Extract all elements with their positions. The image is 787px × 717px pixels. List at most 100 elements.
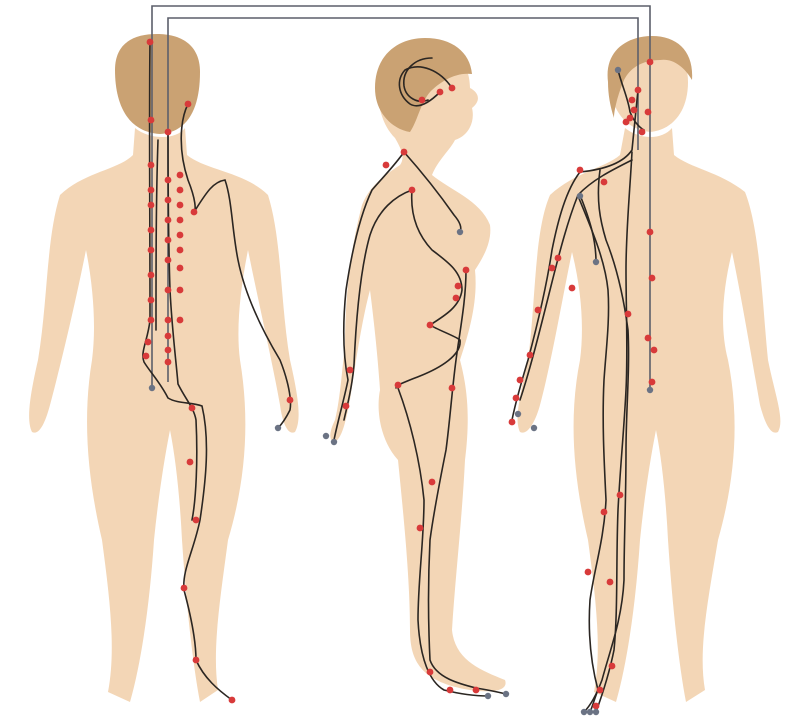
acupoint-dot [513,395,520,402]
acupoint-dot [383,162,390,169]
front-figure-body [518,128,781,702]
acupoint-dot [631,107,638,114]
acupoint-dot [177,287,184,294]
acupoint-dot [455,283,462,290]
acupoint-dot [165,257,172,264]
acupoint-dot [429,479,436,486]
acupoint-dot [148,162,155,169]
acupoint-dot [645,335,652,342]
acupoint-dot [617,492,624,499]
side-figure-body [330,42,505,691]
acupoint-dot [148,247,155,254]
acupoint-dot [401,149,408,156]
acupoint-dot [623,119,630,126]
meridian-terminal-dot [503,691,509,697]
meridian-terminal-dot [275,425,281,431]
acupoint-dot [148,272,155,279]
acupoint-dot [181,585,188,592]
acupoint-dot [148,227,155,234]
acupoint-dot [177,317,184,324]
acupoint-dot [649,379,656,386]
acupoint-dot [447,687,454,694]
back-figure-body [29,128,298,702]
acupoint-dot [165,197,172,204]
acupoint-dot [417,525,424,532]
acupoint-dot [463,267,470,274]
acupoint-dot [549,265,556,272]
front-view-figure [518,36,781,702]
acupoint-dot [347,367,354,374]
acupoint-dot [609,663,616,670]
meridian-terminal-dot [457,229,463,235]
acupoint-dot [509,419,516,426]
meridian-terminal-dot [615,67,621,73]
acupoint-dot [569,285,576,292]
acupoint-dot [517,377,524,384]
acupoint-dot [419,97,426,104]
acupoint-dot [191,209,198,216]
meridian-terminal-dot [323,433,329,439]
acupoint-dot [143,353,150,360]
acupoint-dot [449,85,456,92]
acupoint-dot [229,697,236,704]
meridian-terminal-dot [577,193,583,199]
acupoint-dot [148,187,155,194]
acupoint-dot [187,459,194,466]
meridian-terminal-dot [331,439,337,445]
side-view-figure [330,38,505,691]
acupoint-dot [601,509,608,516]
acupoint-dot [427,322,434,329]
acupoint-dot [177,202,184,209]
acupoint-dot [165,177,172,184]
acupoint-dot [473,687,480,694]
acupoint-dot [585,569,592,576]
acupoint-dot [651,347,658,354]
acupoint-dot [395,382,402,389]
acupoint-dot [409,187,416,194]
acupoint-dot [165,317,172,324]
meridian-terminal-dot [581,709,587,715]
acupoint-dot [597,687,604,694]
acupoint-dot [177,232,184,239]
acupoint-dot [629,97,636,104]
acupoint-dot [449,385,456,392]
acupoint-dot [649,275,656,282]
acupoint-dot [437,89,444,96]
acupoint-dot [647,59,654,66]
meridian-terminal-dot [149,385,155,391]
acupoint-dot [148,317,155,324]
acupoint-dot [147,39,154,46]
acupoint-dot [645,109,652,116]
acupoint-dot [148,297,155,304]
acupoint-dot [185,101,192,108]
acupoint-dot [148,202,155,209]
acupoint-dot [165,347,172,354]
meridian-terminal-dot [647,387,653,393]
acupoint-dot [165,129,172,136]
acupoint-dot [177,217,184,224]
acupoint-dot [165,287,172,294]
meridian-terminal-dot [587,709,593,715]
acupoint-dot [635,87,642,94]
acupoint-dot [647,229,654,236]
acupoint-dot [593,703,600,710]
acupoint-dot [343,403,350,410]
acupoint-dot [177,187,184,194]
acupoint-dot [189,405,196,412]
acupoint-dot [625,311,632,318]
acupoint-dot [165,333,172,340]
acupoint-dot [577,167,584,174]
back-figure-hair [115,34,200,134]
back-view-figure [29,34,298,702]
acupoint-dot [453,295,460,302]
acupoint-dot [177,265,184,272]
acupoint-dot [148,117,155,124]
acupoint-dot [639,129,646,136]
acupoint-dot [287,397,294,404]
acupoint-dot [193,517,200,524]
acupoint-dot [427,669,434,676]
meridian-terminal-dot [593,259,599,265]
acupoint-dot [527,352,534,359]
acupoint-dot [555,255,562,262]
